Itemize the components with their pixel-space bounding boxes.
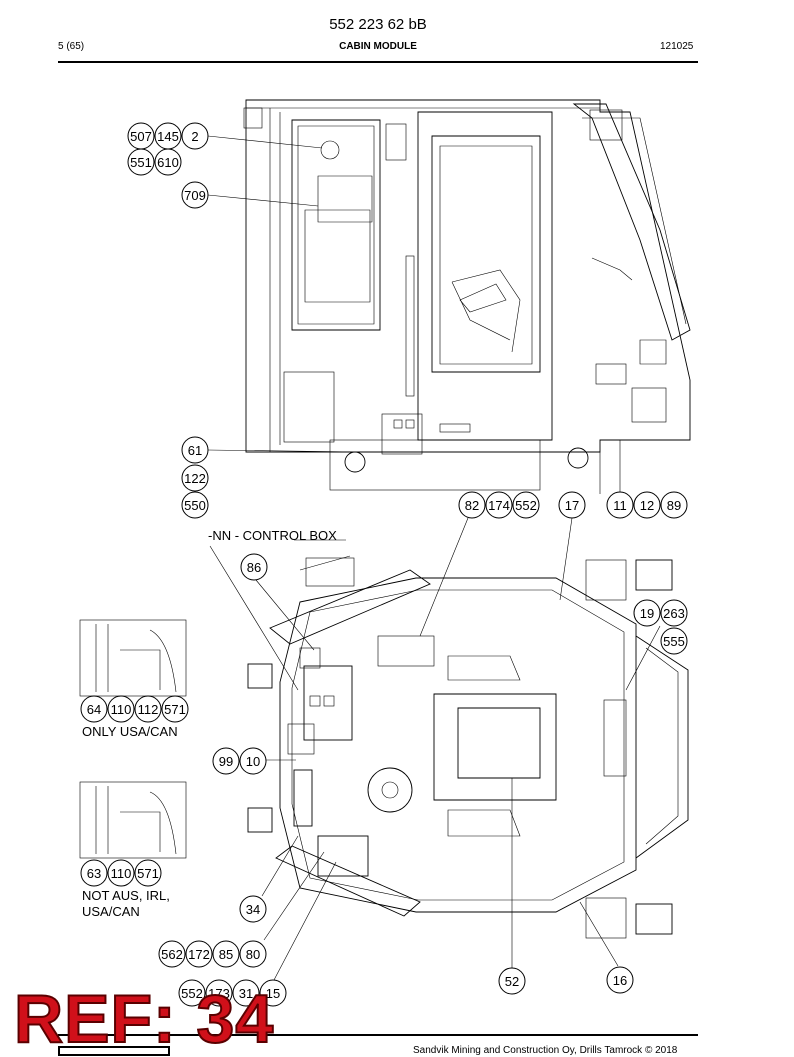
svg-text:550: 550 (184, 498, 206, 513)
callout-64: 64 (80, 695, 108, 723)
svg-text:562: 562 (161, 947, 183, 962)
page-number: 5 (65) (58, 41, 85, 52)
callout-2: 2 (181, 122, 209, 150)
svg-text:610: 610 (157, 155, 179, 170)
not-aus-note-line2: USA/CAN (82, 904, 140, 919)
svg-text:110: 110 (111, 866, 132, 881)
callout-112: 112 (134, 695, 162, 723)
svg-text:2: 2 (191, 129, 198, 144)
callout-552-top: 552 (512, 491, 540, 519)
svg-text:174: 174 (488, 498, 510, 513)
svg-text:555: 555 (663, 634, 685, 649)
footer-rule (58, 1034, 698, 1036)
cabin-side-view (243, 99, 691, 494)
callout-63: 63 (80, 859, 108, 887)
callout-571-usa: 571 (161, 695, 189, 723)
not-aus-note-line1: NOT AUS, IRL, (82, 888, 170, 903)
svg-text:263: 263 (663, 606, 685, 621)
svg-text:110: 110 (111, 702, 132, 717)
callout-610: 610 (154, 148, 182, 176)
callout-562: 562 (158, 940, 186, 968)
svg-text:10: 10 (246, 754, 260, 769)
svg-text:709: 709 (184, 188, 206, 203)
svg-text:34: 34 (246, 902, 260, 917)
svg-text:99: 99 (219, 754, 233, 769)
callout-31: 31 (232, 979, 260, 1007)
callout-145: 145 (154, 122, 182, 150)
svg-text:52: 52 (505, 974, 519, 989)
callout-99: 99 (212, 747, 240, 775)
callout-551: 551 (127, 148, 155, 176)
callout-52: 52 (498, 967, 526, 995)
callout-173: 173 (205, 979, 233, 1007)
svg-text:31: 31 (239, 986, 253, 1001)
only-usa-note: ONLY USA/CAN (82, 724, 178, 739)
callout-550: 550 (181, 491, 209, 519)
section-title: CABIN MODULE (339, 41, 417, 52)
svg-text:552: 552 (181, 986, 203, 1001)
callout-172: 172 (185, 940, 213, 968)
callout-82: 82 (458, 491, 486, 519)
svg-text:571: 571 (164, 702, 186, 717)
side-view-leaders (207, 135, 361, 453)
callout-10: 10 (239, 747, 267, 775)
svg-text:507: 507 (130, 129, 152, 144)
svg-text:16: 16 (613, 973, 627, 988)
svg-text:64: 64 (87, 702, 101, 717)
ref-stamp: REF: 34 (13, 981, 275, 1057)
callout-110-aus: 110 (107, 859, 135, 887)
svg-text:80: 80 (246, 947, 260, 962)
callout-11: 11 (606, 491, 634, 519)
cabin-top-view (247, 555, 689, 939)
callout-709: 709 (181, 181, 209, 209)
svg-text:551: 551 (130, 155, 152, 170)
callout-555: 555 (660, 627, 688, 655)
document-title: 552 223 62 bB (329, 16, 427, 33)
svg-text:85: 85 (219, 947, 233, 962)
svg-text:571: 571 (137, 866, 159, 881)
callout-571-aus: 571 (134, 859, 162, 887)
svg-text:11: 11 (613, 498, 627, 513)
svg-text:17: 17 (565, 498, 579, 513)
callout-263: 263 (660, 599, 688, 627)
svg-text:145: 145 (157, 129, 179, 144)
copyright-text: Sandvik Mining and Construction Oy, Dril… (413, 1045, 678, 1056)
svg-text:89: 89 (667, 498, 681, 513)
svg-text:552: 552 (515, 498, 537, 513)
svg-text:61: 61 (188, 443, 202, 458)
top-view-leaders (209, 517, 661, 981)
control-box-note: -NN - CONTROL BOX (208, 528, 337, 543)
callout-86: 86 (240, 553, 268, 581)
callout-16: 16 (606, 966, 634, 994)
callout-34: 34 (239, 895, 267, 923)
callout-15: 15 (259, 979, 287, 1007)
svg-text:82: 82 (465, 498, 479, 513)
svg-text:63: 63 (87, 866, 101, 881)
document-date: 121025 (660, 41, 694, 52)
callout-19: 19 (633, 599, 661, 627)
callout-80: 80 (239, 940, 267, 968)
callout-85: 85 (212, 940, 240, 968)
inset-usa-can (79, 619, 187, 697)
callout-17: 17 (558, 491, 586, 519)
svg-text:172: 172 (188, 947, 210, 962)
callout-110-usa: 110 (107, 695, 135, 723)
svg-text:86: 86 (247, 560, 261, 575)
callout-89: 89 (660, 491, 688, 519)
svg-text:173: 173 (208, 986, 230, 1001)
callout-122: 122 (181, 464, 209, 492)
callout-12: 12 (633, 491, 661, 519)
callout-552-bottom: 552 (178, 979, 206, 1007)
svg-text:122: 122 (184, 471, 206, 486)
svg-text:112: 112 (138, 702, 159, 717)
svg-text:19: 19 (640, 606, 654, 621)
callout-507: 507 (127, 122, 155, 150)
callout-174: 174 (485, 491, 513, 519)
svg-text:12: 12 (640, 498, 654, 513)
inset-not-aus (79, 781, 187, 859)
header-rule (58, 61, 698, 63)
svg-text:15: 15 (266, 986, 280, 1001)
callout-61: 61 (181, 436, 209, 464)
